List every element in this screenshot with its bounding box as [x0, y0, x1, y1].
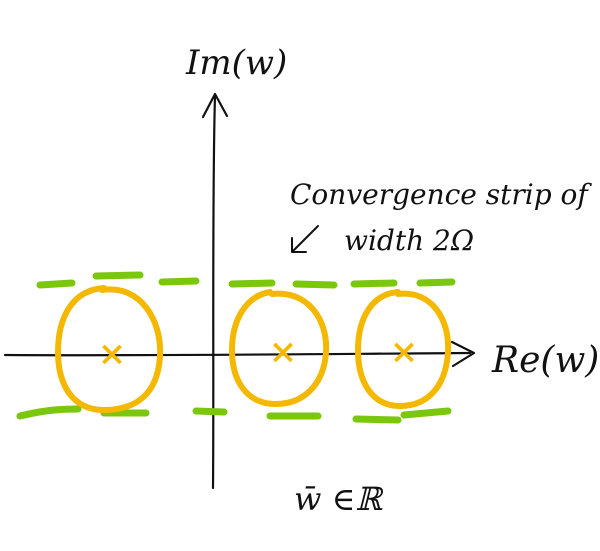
imaginary-axis-line: [211, 94, 217, 490]
strip-annotation: Convergence strip of width 2Ω: [290, 178, 592, 257]
contour-circle-3: [354, 289, 452, 410]
imaginary-axis: [201, 92, 229, 490]
pole-marker-icon: ×: [269, 332, 298, 372]
annotation-line-2: width 2Ω: [344, 224, 474, 257]
imaginary-axis-arrowhead: [201, 92, 229, 119]
imaginary-axis-label: Im(w): [185, 43, 287, 83]
annotation-arrow: [291, 225, 319, 253]
pole-marker-icon: ×: [390, 332, 419, 372]
contour-circle-1: [54, 285, 164, 414]
bottom-note: w̄ ∈ℝ: [294, 480, 384, 518]
real-axis: [3, 340, 476, 368]
pole-markers: × × ×: [98, 332, 419, 374]
strip-upper-boundary: [36, 271, 456, 289]
pole-marker-icon: ×: [98, 334, 127, 374]
real-axis-label: Re(w): [491, 340, 599, 381]
real-axis-line: [3, 351, 472, 357]
contour-circles: [54, 285, 452, 414]
real-axis-arrowhead: [450, 340, 476, 368]
contour-circle-2: [228, 289, 330, 408]
strip-lower-boundary: [16, 405, 452, 424]
annotation-line-1: Convergence strip of: [290, 178, 592, 211]
